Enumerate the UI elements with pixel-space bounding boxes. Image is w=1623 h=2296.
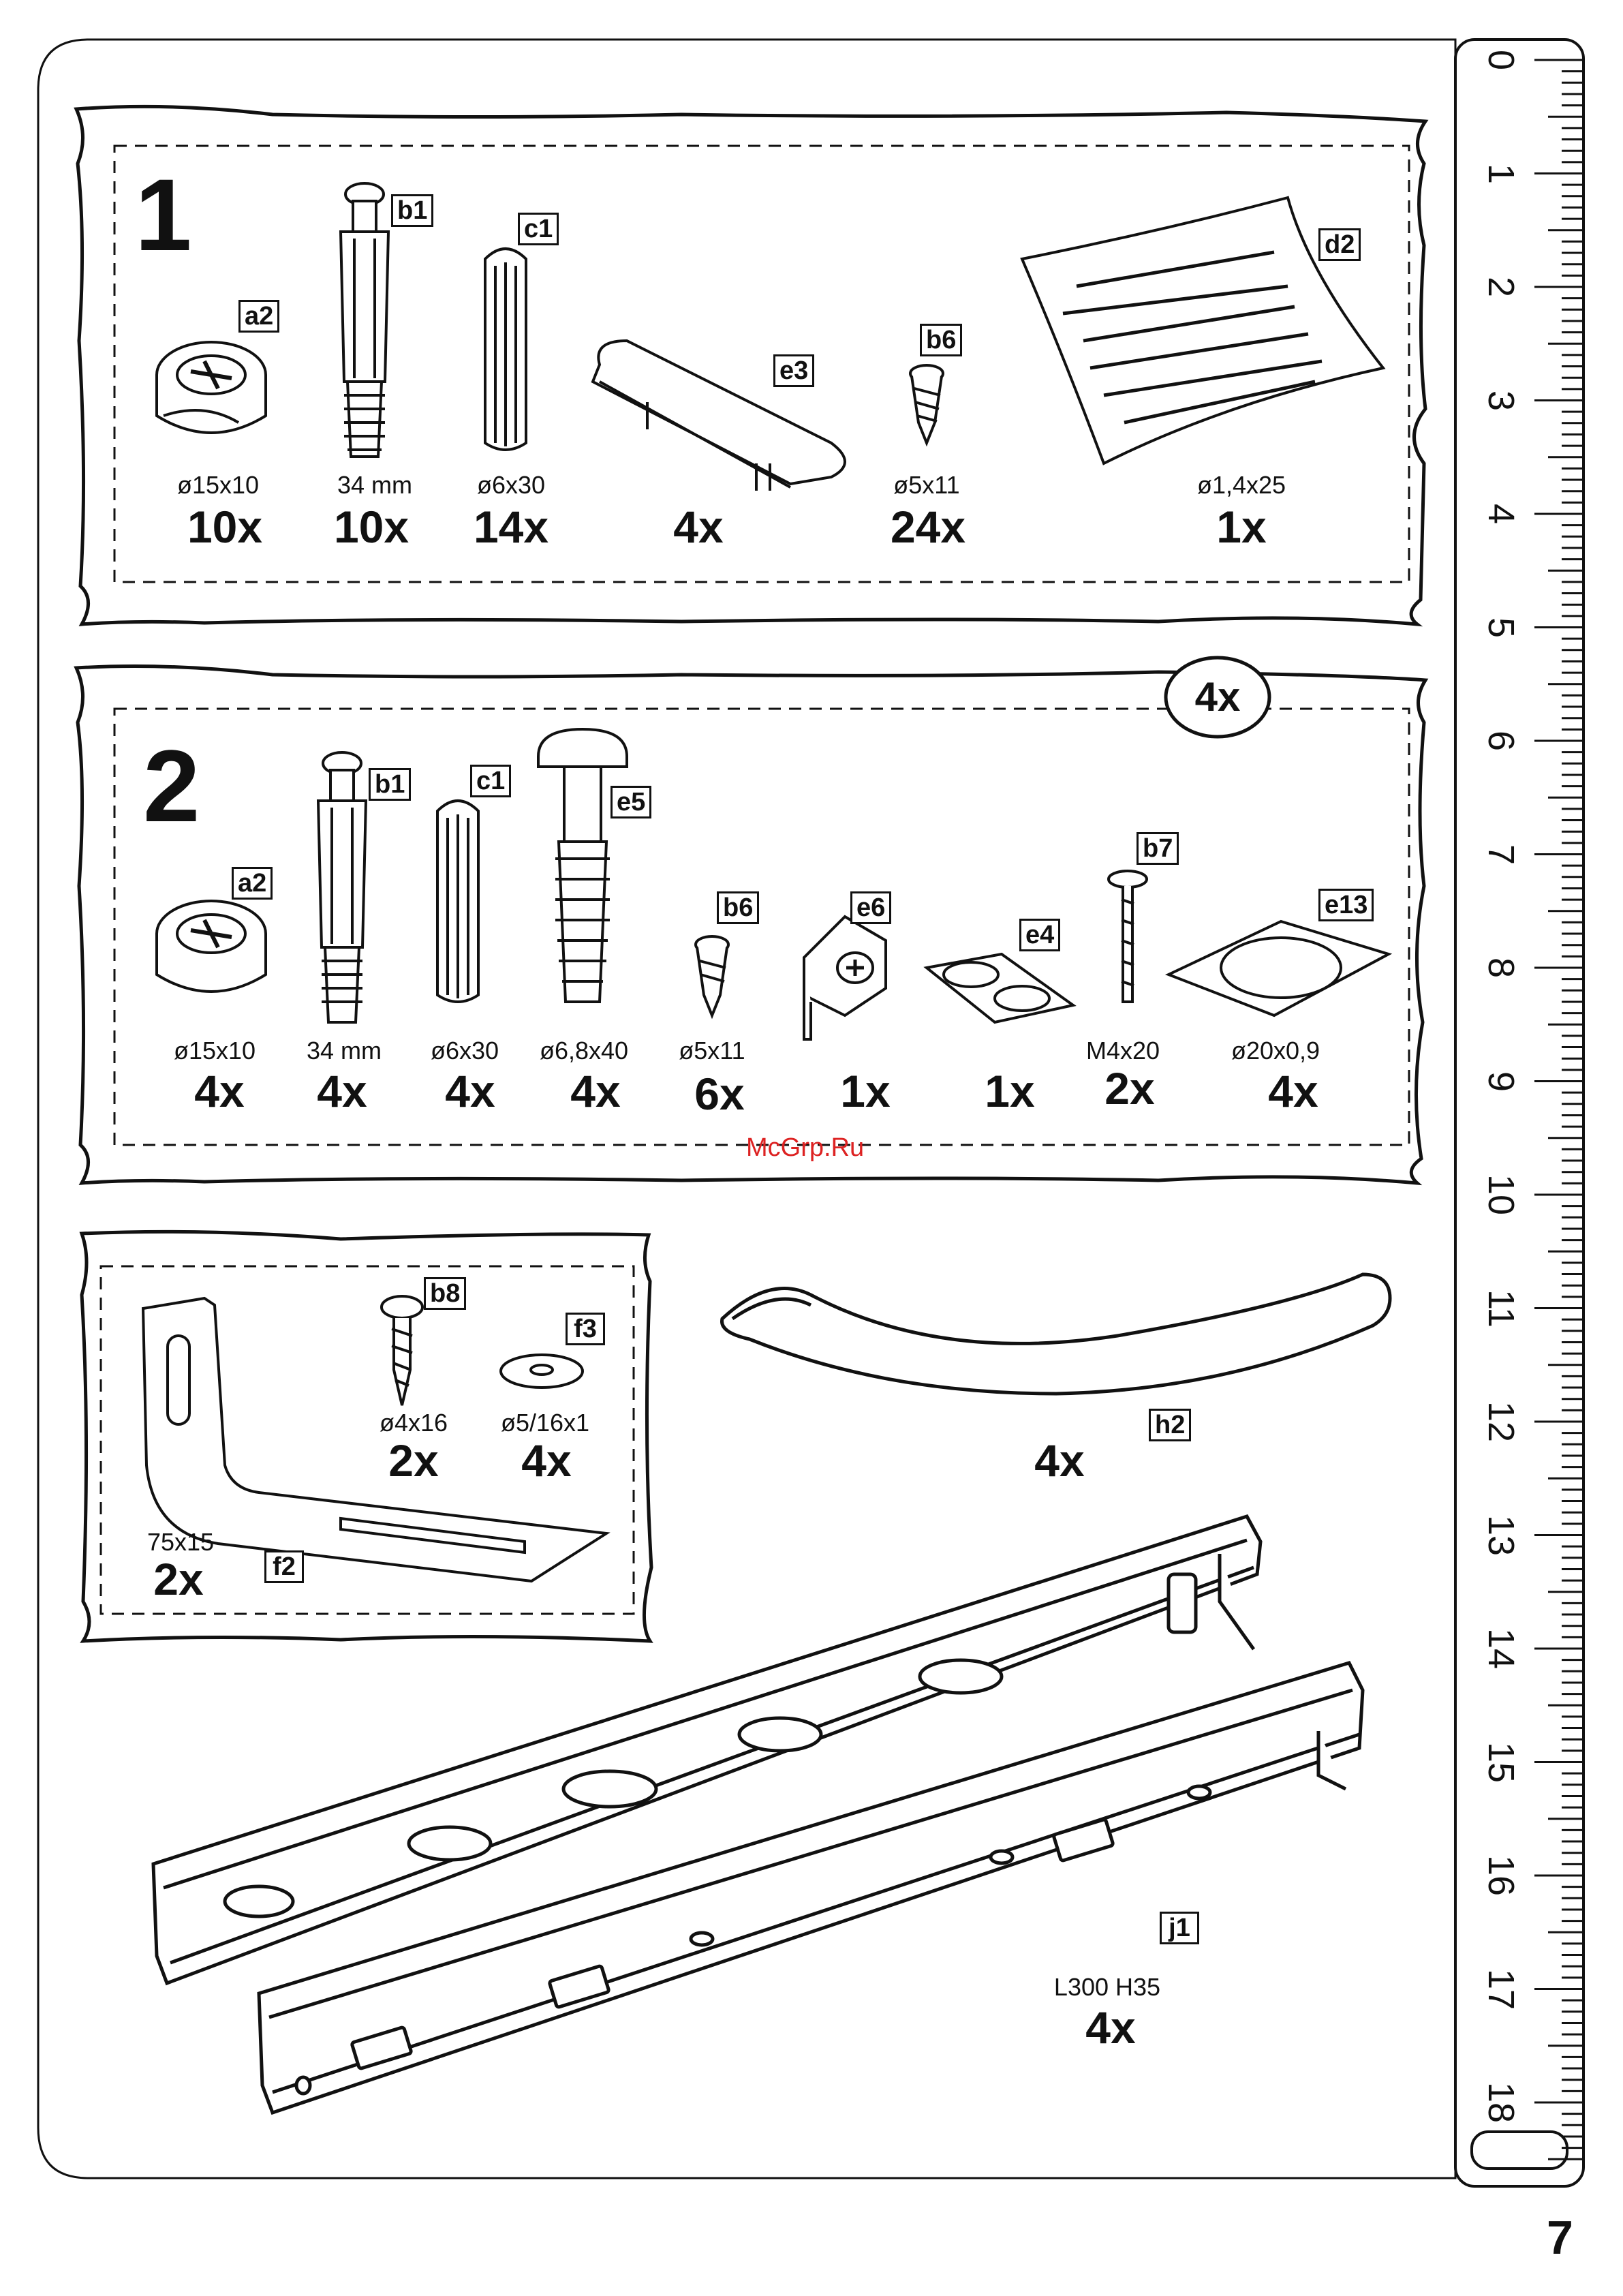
part-qty-h2: 4x (998, 1437, 1121, 1484)
ruler-label: 16 (1483, 1852, 1519, 1899)
part-dim-b6-pack2: ø5x11 (651, 1037, 773, 1065)
part-code-a2-pack2: a2 (232, 867, 273, 900)
part-code-e4-pack2: e4 (1019, 919, 1060, 951)
ruler-label: 14 (1483, 1625, 1519, 1672)
part-qty-d2: 1x (1173, 503, 1310, 551)
ruler-label: 6 (1483, 717, 1519, 765)
part-qty-c1-pack2: 4x (409, 1067, 531, 1115)
part-qty-f2: 2x (117, 1555, 240, 1603)
part-qty-j1: 4x (1049, 2004, 1172, 2051)
ruler-label: 18 (1483, 2079, 1519, 2126)
part-dim-b1-pack2: 34 mm (283, 1037, 405, 1065)
pack-2-number: 2 (143, 735, 200, 837)
part-qty-b1-pack2: 4x (281, 1067, 403, 1115)
shelf-support-e5-drawing (538, 729, 627, 1002)
connector-b1-drawing (341, 183, 388, 457)
part-dim-f2: 75x15 (119, 1529, 242, 1556)
part-qty-a2-pack2: 4x (158, 1067, 281, 1115)
cam-lock-a2-drawing (157, 342, 266, 433)
part-qty-e5-pack2: 4x (534, 1067, 657, 1115)
part-dim-b1: 34 mm (313, 472, 436, 499)
part-code-b1-pack2: b1 (369, 768, 411, 801)
ruler-label: 11 (1483, 1285, 1519, 1332)
ruler-label: 17 (1483, 1965, 1519, 2013)
ruler-label: 7 (1483, 831, 1519, 878)
part-dim-e13-pack2: ø20x0,9 (1201, 1037, 1350, 1065)
ruler-label: 0 (1483, 36, 1519, 84)
drawer-rail-j1-drawing (153, 1516, 1363, 2113)
part-code-c1: c1 (518, 213, 559, 245)
ruler-label: 15 (1483, 1739, 1519, 1786)
ruler-label: 1 (1483, 150, 1519, 198)
part-qty-b8: 2x (352, 1437, 475, 1484)
part-dim-j1: L300 H35 (1032, 1974, 1182, 2001)
part-qty-b7-pack2: 2x (1068, 1065, 1191, 1112)
part-dim-e5-pack2: ø6,8x40 (523, 1037, 645, 1065)
screw-b6-drawing-2 (696, 936, 728, 1015)
screw-b7-drawing (1109, 871, 1147, 1002)
part-qty-c1: 14x (450, 503, 572, 551)
part-qty-e6-pack2: 1x (804, 1067, 927, 1115)
part-code-e13-pack2: e13 (1318, 889, 1374, 921)
watermark: McGrp.Ru (746, 1134, 864, 1161)
part-code-b7-pack2: b7 (1137, 832, 1179, 865)
part-dim-b7-pack2: M4x20 (1062, 1037, 1184, 1065)
part-code-c1-pack2: c1 (470, 765, 511, 797)
part-code-a2: a2 (238, 300, 279, 333)
part-code-j1: j1 (1160, 1912, 1199, 1944)
part-code-e3: e3 (773, 354, 814, 387)
screw-b6-drawing (910, 365, 943, 443)
part-qty-b6: 24x (867, 503, 989, 551)
handle-h2-drawing (722, 1274, 1391, 1394)
screw-b8-drawing (382, 1296, 422, 1405)
part-code-b1: b1 (391, 194, 433, 227)
part-code-b6: b6 (920, 324, 962, 356)
part-qty-e13-pack2: 4x (1232, 1067, 1355, 1115)
ruler-label: 3 (1483, 377, 1519, 425)
part-qty-b6-pack2: 6x (658, 1070, 781, 1118)
felt-pad-e13-drawing (1169, 921, 1389, 1015)
ruler-label: 12 (1483, 1398, 1519, 1445)
part-code-f2: f2 (264, 1550, 304, 1583)
part-dim-a2-pack2: ø15x10 (153, 1037, 276, 1065)
part-code-b8: b8 (424, 1277, 466, 1310)
part-qty-a2: 10x (164, 503, 286, 551)
ruler-label: 10 (1483, 1171, 1519, 1219)
part-dim-c1-pack2: ø6x30 (403, 1037, 526, 1065)
part-code-b6-pack2: b6 (717, 891, 759, 924)
pack-2-multiplier: 4x (1166, 677, 1269, 718)
ruler-label: 9 (1483, 1058, 1519, 1105)
ruler-label: 5 (1483, 604, 1519, 652)
part-qty-b1: 10x (310, 503, 433, 551)
part-code-h2: h2 (1149, 1409, 1191, 1441)
cam-lock-a2-drawing-2 (157, 901, 266, 992)
bumper-pads-e4-drawing (927, 954, 1073, 1022)
part-dim-a2: ø15x10 (157, 472, 279, 499)
part-qty-e4-pack2: 1x (948, 1067, 1071, 1115)
corner-bracket-e6-drawing (804, 917, 886, 1039)
page-number: 7 (1547, 2214, 1573, 2261)
part-code-d2: d2 (1318, 228, 1361, 261)
ruler-label: 2 (1483, 263, 1519, 311)
part-qty-e3: 4x (637, 503, 760, 551)
dowel-c1-drawing (485, 249, 526, 450)
part-code-f3: f3 (566, 1313, 605, 1345)
washer-f3-drawing (501, 1355, 583, 1388)
part-qty-f3: 4x (485, 1437, 608, 1484)
pack-1-number: 1 (135, 164, 191, 266)
ruler-label: 4 (1483, 490, 1519, 538)
part-dim-b6: ø5x11 (865, 472, 988, 499)
part-dim-d2: ø1,4x25 (1173, 472, 1310, 499)
part-dim-c1: ø6x30 (450, 472, 572, 499)
part-code-e6-pack2: e6 (850, 891, 891, 924)
connector-b1-drawing-2 (318, 752, 366, 1022)
dowel-c1-drawing-2 (437, 801, 478, 1002)
part-dim-b8: ø4x16 (352, 1409, 475, 1437)
ruler-label: 8 (1483, 944, 1519, 992)
ruler-label: 13 (1483, 1512, 1519, 1559)
part-dim-f3: ø5/16x1 (484, 1409, 606, 1437)
part-code-e5-pack2: e5 (610, 786, 651, 818)
